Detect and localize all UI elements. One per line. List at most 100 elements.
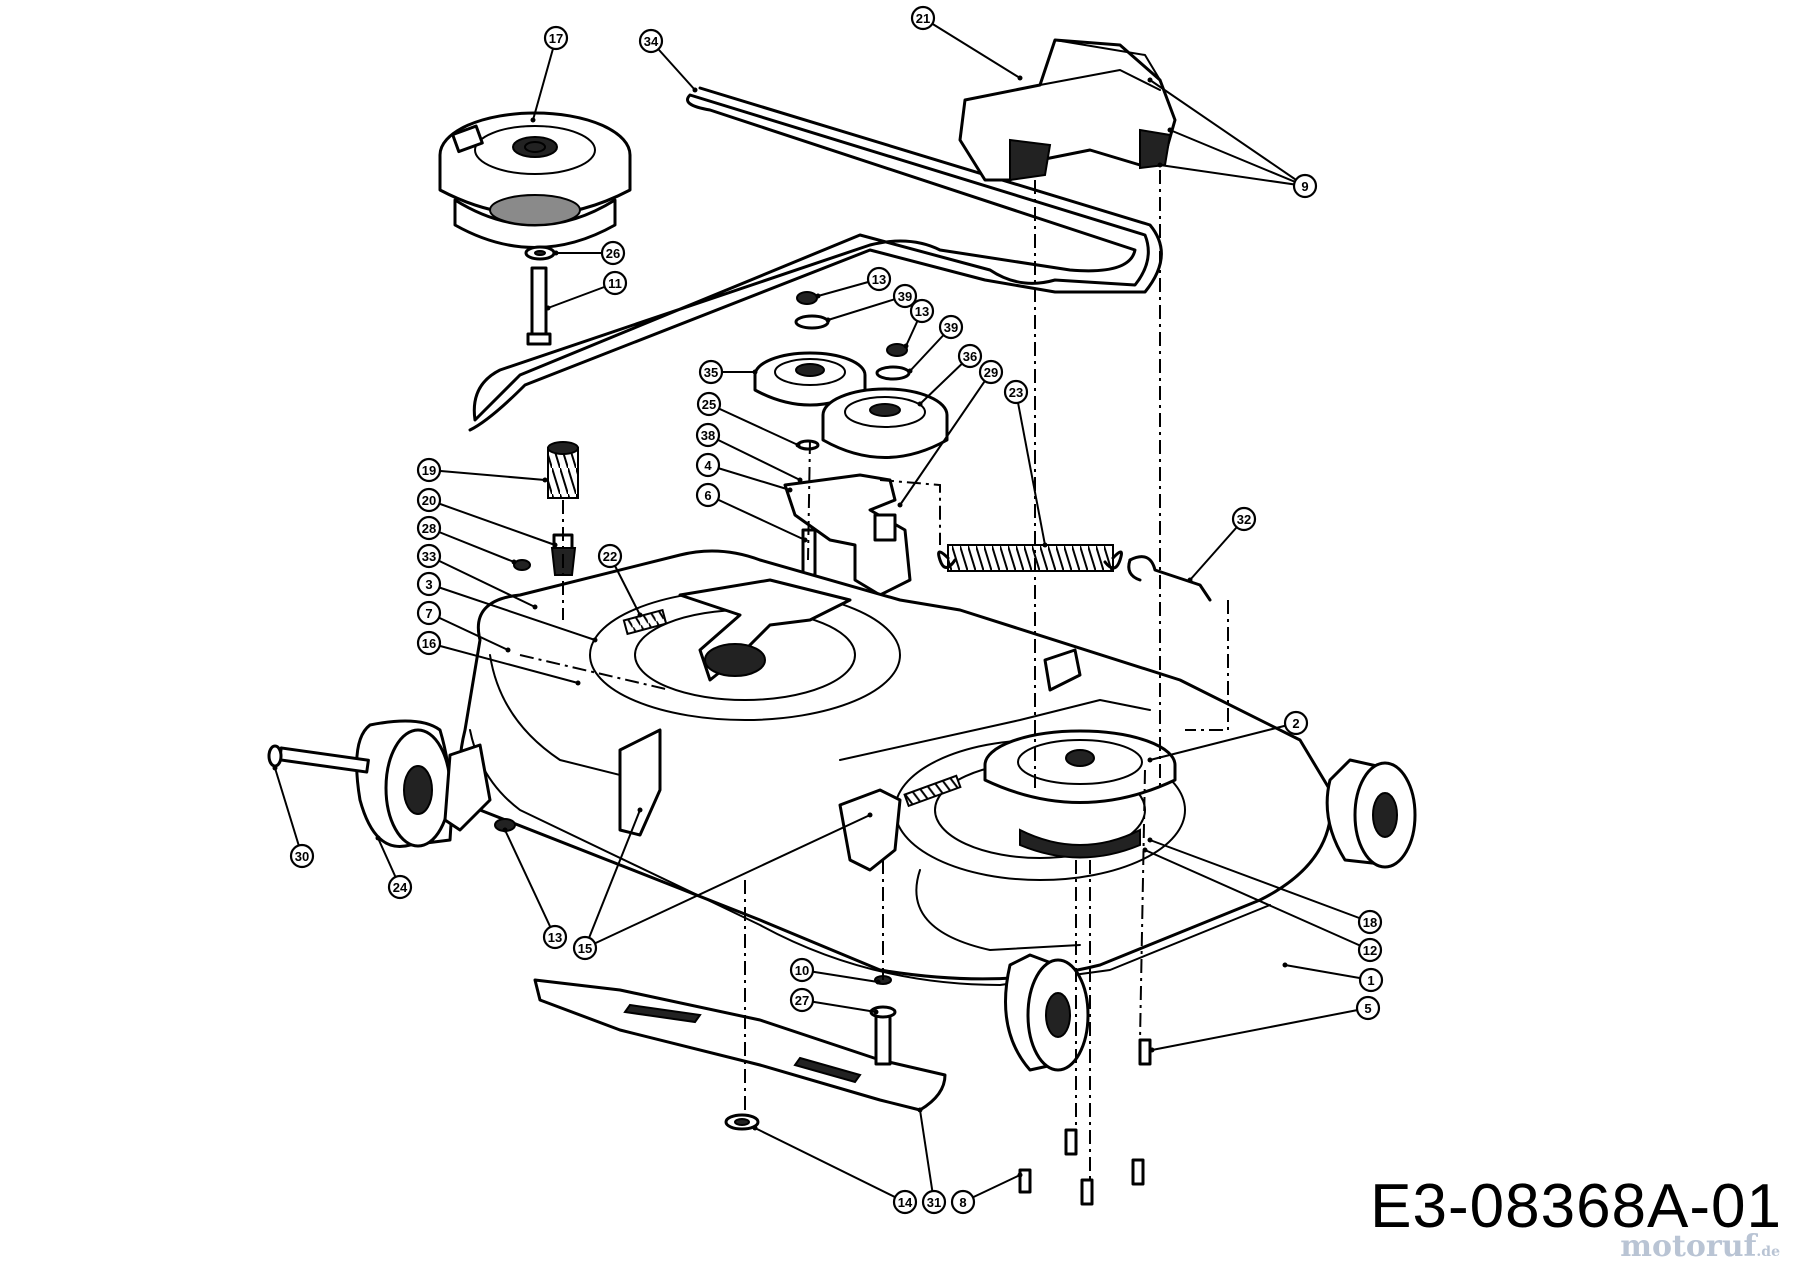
callout-8: 8 xyxy=(950,1189,976,1215)
callout-7: 7 xyxy=(416,600,442,626)
callout-arrowhead-5 xyxy=(1149,1047,1155,1053)
callout-circle xyxy=(696,391,722,417)
electric-pto-clutch xyxy=(438,111,632,249)
callout-number: 4 xyxy=(704,458,712,473)
callout-arrowhead-13 xyxy=(502,827,508,833)
callout-number: 15 xyxy=(578,941,592,956)
watermark-tld: .de xyxy=(1756,1244,1780,1260)
spring-19 xyxy=(547,441,579,499)
callout-39: 39 xyxy=(938,314,964,340)
callout-17: 17 xyxy=(543,25,569,51)
drawing-code: E3-08368A-01 xyxy=(1370,1172,1782,1241)
callout-circle xyxy=(957,343,983,369)
callout-circle xyxy=(921,1189,947,1215)
callout-21: 21 xyxy=(910,5,936,31)
callout-number: 18 xyxy=(1363,915,1377,930)
callout-circle xyxy=(597,543,623,569)
callout-arrowhead-26 xyxy=(553,250,559,256)
callout-30: 30 xyxy=(289,843,315,869)
callout-leader-27 xyxy=(801,999,877,1013)
callout-number: 20 xyxy=(422,493,436,508)
callout-arrowhead-9 xyxy=(1147,77,1153,83)
callout-6: 6 xyxy=(695,482,721,508)
callout-leader-12 xyxy=(1144,849,1371,951)
callout-leader-29 xyxy=(899,371,992,506)
callout-arrowhead-1 xyxy=(1282,962,1288,968)
callout-leader-17 xyxy=(532,37,557,121)
callout-circle xyxy=(892,283,918,309)
callout-number: 17 xyxy=(549,31,563,46)
callout-number: 2 xyxy=(1292,716,1299,731)
callout-arrowhead-35 xyxy=(752,369,758,375)
watermark-logo: motoruf.de xyxy=(1620,1229,1780,1264)
idler-arm-bracket xyxy=(783,473,912,597)
callout-number: 26 xyxy=(606,246,620,261)
callout-arrowhead-32 xyxy=(1187,577,1193,583)
callout-circle xyxy=(866,266,892,292)
idler-pulley-36 xyxy=(821,387,949,459)
callout-number: 11 xyxy=(608,276,622,291)
callout-leader-16 xyxy=(428,642,579,684)
callout-25: 25 xyxy=(696,391,722,417)
callout-number: 6 xyxy=(704,488,711,503)
callout-leader-9 xyxy=(1149,79,1306,187)
callout-leader-32 xyxy=(1189,518,1245,581)
callout-arrowhead-18 xyxy=(1147,837,1153,843)
blade-nut-14 xyxy=(724,1113,760,1131)
callout-arrowhead-31 xyxy=(917,1107,923,1113)
callout-arrowhead-33 xyxy=(532,604,538,610)
callout-number: 21 xyxy=(916,11,930,26)
callout-number: 39 xyxy=(944,320,958,335)
callout-number: 1 xyxy=(1367,973,1374,988)
callout-circle xyxy=(1003,379,1029,405)
callout-number: 9 xyxy=(1301,179,1308,194)
callout-leader-9 xyxy=(1169,129,1306,187)
callout-arrowhead-24 xyxy=(375,835,381,841)
callout-number: 33 xyxy=(422,549,436,564)
callout-arrowhead-10 xyxy=(875,979,881,985)
callout-number: 7 xyxy=(425,606,432,621)
callout-arrowhead-15 xyxy=(867,812,873,818)
callout-circle xyxy=(600,240,626,266)
callout-arrowhead-7 xyxy=(505,647,511,653)
callout-arrowhead-19 xyxy=(542,477,548,483)
spring-22 xyxy=(622,608,668,636)
callout-number: 13 xyxy=(872,272,886,287)
callout-leader-3 xyxy=(428,583,596,641)
callout-arrowhead-30 xyxy=(272,765,278,771)
callout-leader-14 xyxy=(754,1127,906,1203)
callout-circle xyxy=(416,457,442,483)
callout-number: 32 xyxy=(1237,512,1251,527)
callout-38: 38 xyxy=(695,422,721,448)
callout-arrowhead-4 xyxy=(787,487,793,493)
gauge-wheel-right xyxy=(1325,758,1417,869)
callout-2: 2 xyxy=(1283,710,1309,736)
callout-arrowhead-14 xyxy=(752,1125,758,1131)
wheel-bracket-left xyxy=(443,743,516,832)
callout-arrowhead-39 xyxy=(825,317,831,323)
callout-number: 8 xyxy=(959,1195,966,1210)
callout-13: 13 xyxy=(542,924,568,950)
callout-22: 22 xyxy=(597,543,623,569)
callout-arrowhead-9 xyxy=(1157,162,1163,168)
callout-leader-38 xyxy=(707,434,801,481)
callout-circle xyxy=(638,28,664,54)
callout-number: 5 xyxy=(1364,1001,1371,1016)
callout-35: 35 xyxy=(698,359,724,385)
callout-circle xyxy=(938,314,964,340)
callout-arrowhead-13 xyxy=(815,293,821,299)
assembly-centerlines xyxy=(519,170,1229,1180)
callout-circle xyxy=(1357,909,1383,935)
callout-number: 29 xyxy=(984,365,998,380)
callout-circle xyxy=(978,359,1004,385)
callout-arrowhead-27 xyxy=(873,1009,879,1015)
callout-leader-20 xyxy=(428,499,556,546)
callout-circle xyxy=(602,270,628,296)
callout-19: 19 xyxy=(416,457,442,483)
callout-leader-23 xyxy=(1015,391,1046,546)
callout-circle xyxy=(1283,710,1309,736)
callout-circle xyxy=(789,957,815,983)
